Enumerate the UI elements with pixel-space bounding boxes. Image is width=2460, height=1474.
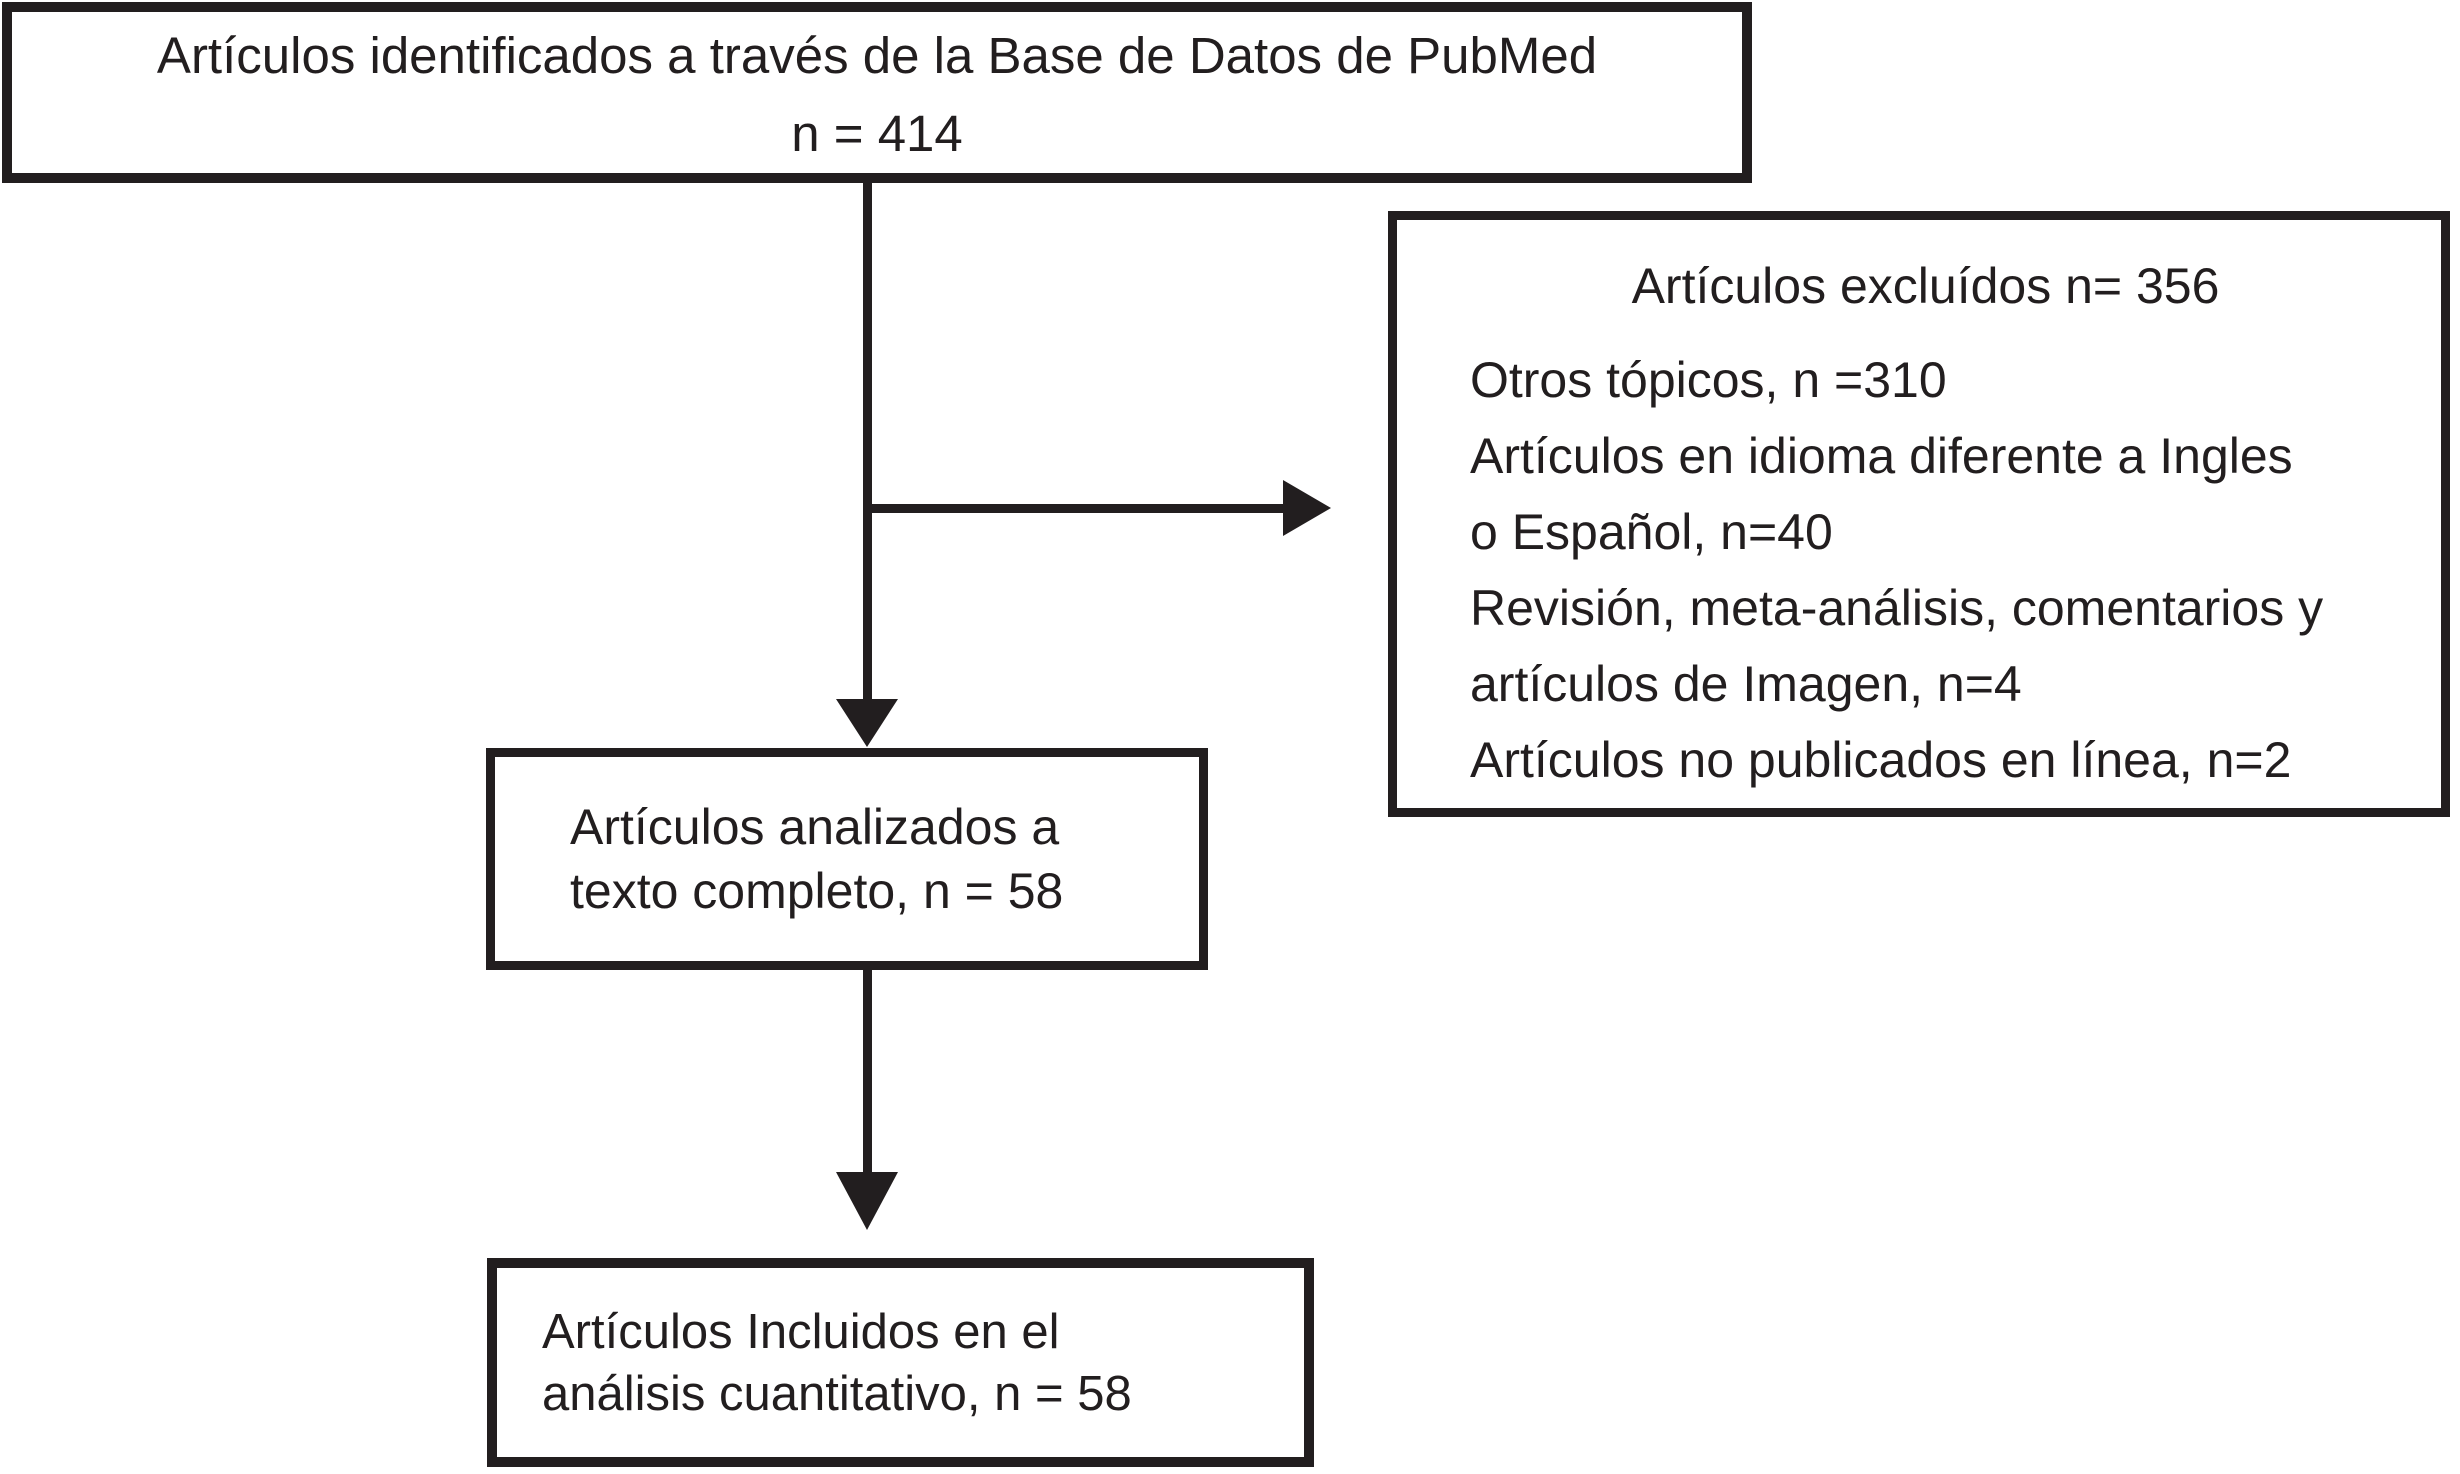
fulltext-text-line1: Artículos analizados a bbox=[570, 799, 1060, 855]
exclusion-box: Artículos excluídos n= 356 Otros tópicos… bbox=[1388, 211, 2450, 817]
arrow-fulltext-to-included-shaft bbox=[863, 968, 872, 1174]
included-text-line1: Artículos Incluidos en el bbox=[542, 1304, 1060, 1359]
arrow-right-icon bbox=[1283, 480, 1331, 536]
exclusion-item-review-line1: Revisión, meta-análisis, comentarios y bbox=[1470, 580, 2324, 636]
fulltext-text-line2: texto completo, n = 58 bbox=[570, 863, 1064, 919]
arrow-identification-to-fulltext-shaft bbox=[863, 180, 872, 701]
exclusion-title: Artículos excluídos n= 356 bbox=[1631, 258, 2220, 314]
exclusion-item-review-line2: artículos de Imagen, n=4 bbox=[1470, 656, 2022, 712]
exclusion-item-other-topics: Otros tópicos, n =310 bbox=[1470, 352, 1947, 408]
fulltext-box: Artículos analizados a texto completo, n… bbox=[486, 748, 1208, 970]
exclusion-item-language-line1: Artículos en idioma diferente a Ingles bbox=[1470, 428, 2293, 484]
identification-box: Artículos identificados a través de la B… bbox=[2, 2, 1752, 183]
arrow-to-exclusion-shaft bbox=[867, 504, 1285, 513]
included-box: Artículos Incluidos en el análisis cuant… bbox=[487, 1258, 1314, 1467]
arrow-down-icon bbox=[836, 699, 898, 747]
exclusion-reason-list: Otros tópicos, n =310 Artículos en idiom… bbox=[1470, 342, 2421, 798]
exclusion-item-not-published: Artículos no publicados en línea, n=2 bbox=[1470, 732, 2292, 788]
arrow-down-icon bbox=[836, 1172, 898, 1230]
exclusion-item-language-line2: o Español, n=40 bbox=[1470, 504, 1833, 560]
identification-count: n = 414 bbox=[791, 104, 963, 162]
identification-text: Artículos identificados a través de la B… bbox=[156, 26, 1598, 84]
included-text-line2: análisis cuantitativo, n = 58 bbox=[542, 1366, 1132, 1421]
